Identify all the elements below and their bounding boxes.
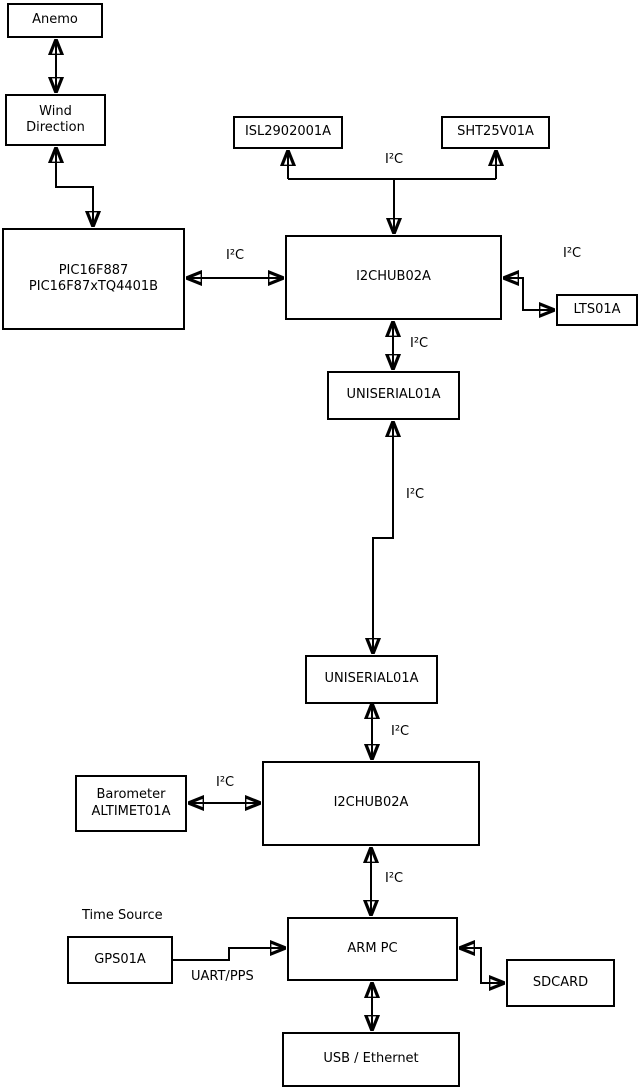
node-pic-label: PIC16F887 PIC16F87xTQ4401B [28, 262, 159, 294]
edge-gps-armpc [173, 948, 285, 961]
edge-uniserial1-uniserial2 [373, 422, 393, 653]
node-anemo: Anemo [7, 3, 103, 38]
node-i2chub-1: I2CHUB02A [285, 235, 502, 320]
node-sdcard: SDCARD [506, 959, 615, 1007]
label-i2c-pic-hub1: I²C [226, 248, 245, 263]
node-uniserial-1-label: UNISERIAL01A [346, 387, 441, 403]
node-isl: ISL2902001A [233, 116, 343, 149]
node-lts-label: LTS01A [573, 301, 621, 317]
node-sdcard-label: SDCARD [532, 974, 589, 990]
node-sht-label: SHT25V01A [457, 124, 534, 140]
label-i2c-hub1-lts: I²C [563, 246, 582, 261]
node-usb-ethernet-label: USB / Ethernet [323, 1051, 419, 1067]
node-anemo-label: Anemo [32, 12, 78, 28]
node-i2chub-2: I2CHUB02A [262, 761, 480, 846]
edge-hub1-lts [504, 278, 554, 310]
label-i2c-hub2-armpc: I²C [385, 871, 404, 886]
node-isl-label: ISL2902001A [244, 124, 332, 140]
node-uniserial-2-label: UNISERIAL01A [324, 671, 419, 687]
node-barometer-label: Barometer ALTIMET01A [91, 787, 171, 819]
node-armpc: ARM PC [287, 917, 458, 981]
node-uniserial-1: UNISERIAL01A [327, 371, 460, 420]
edge-wind-pic [56, 148, 93, 226]
node-lts: LTS01A [556, 294, 638, 326]
label-i2c-uniserial1-uniserial2: I²C [406, 487, 425, 502]
node-armpc-label: ARM PC [347, 940, 398, 956]
node-i2chub-2-label: I2CHUB02A [333, 795, 409, 811]
node-wind-direction: Wind Direction [5, 94, 106, 146]
label-i2c-hub1-uniserial1: I²C [410, 336, 429, 351]
label-i2c-bus-top: I²C [385, 152, 404, 167]
node-sht: SHT25V01A [441, 116, 550, 149]
node-wind-direction-label: Wind Direction [26, 103, 85, 135]
label-i2c-barometer-hub2: I²C [216, 775, 235, 790]
node-uniserial-2: UNISERIAL01A [305, 655, 438, 704]
edge-armpc-sdcard [460, 948, 504, 983]
label-time-source: Time Source [82, 908, 163, 923]
node-gps: GPS01A [67, 936, 173, 984]
node-gps-label: GPS01A [94, 951, 146, 967]
label-i2c-uniserial2-hub2: I²C [391, 724, 410, 739]
node-barometer: Barometer ALTIMET01A [75, 775, 187, 832]
label-uart-pps: UART/PPS [191, 969, 254, 984]
node-i2chub-1-label: I2CHUB02A [356, 269, 431, 285]
node-pic: PIC16F887 PIC16F87xTQ4401B [2, 228, 185, 330]
node-usb-ethernet: USB / Ethernet [282, 1032, 460, 1087]
